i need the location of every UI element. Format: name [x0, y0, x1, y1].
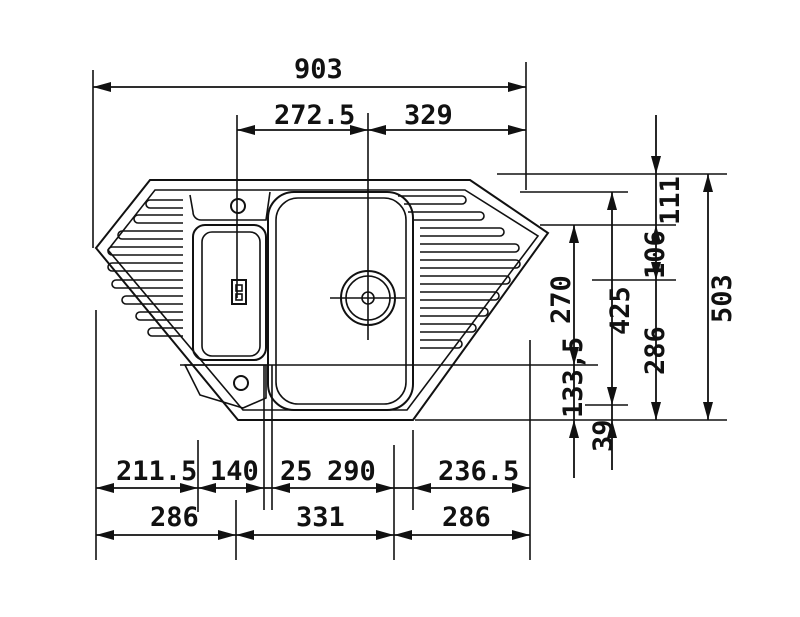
dim-gap: 25	[280, 456, 313, 487]
dimension-labels: 903 272.5 329 211.5 140 25 290 236.5 286…	[116, 54, 738, 533]
tap-holes	[230, 198, 249, 391]
small-bowl	[183, 191, 271, 409]
dim-total-depth: 503	[707, 274, 738, 323]
dim-main-bowl: 290	[327, 456, 376, 487]
dim-bottom-right: 286	[442, 502, 491, 533]
dim-lower-133: 133,5	[558, 337, 589, 418]
dim-left-to-center: 272.5	[274, 100, 355, 131]
dim-center-to-right: 329	[404, 100, 453, 131]
dim-top-offset: 111	[655, 176, 686, 225]
dim-overall-425: 425	[605, 286, 636, 335]
right-drainer-ribs	[398, 195, 521, 349]
dim-total-width: 903	[294, 54, 343, 85]
dim-bottom-middle: 331	[296, 502, 345, 533]
dim-upper-offset: 106	[640, 230, 671, 279]
dim-lower-286: 286	[640, 326, 671, 375]
dim-right-drainer: 236.5	[438, 456, 519, 487]
dim-small-bowl: 140	[210, 456, 259, 487]
main-bowl	[267, 191, 414, 411]
dim-left-drainer: 211.5	[116, 456, 197, 487]
dim-bottom-39: 39	[588, 419, 619, 452]
dim-bottom-left: 286	[150, 502, 199, 533]
horizontal-dimension-lines	[93, 82, 530, 540]
extension-lines	[92, 62, 727, 560]
dim-bowl-depth: 270	[546, 275, 577, 324]
left-drainer-ribs	[107, 199, 183, 337]
vertical-dimension-lines	[569, 115, 713, 478]
